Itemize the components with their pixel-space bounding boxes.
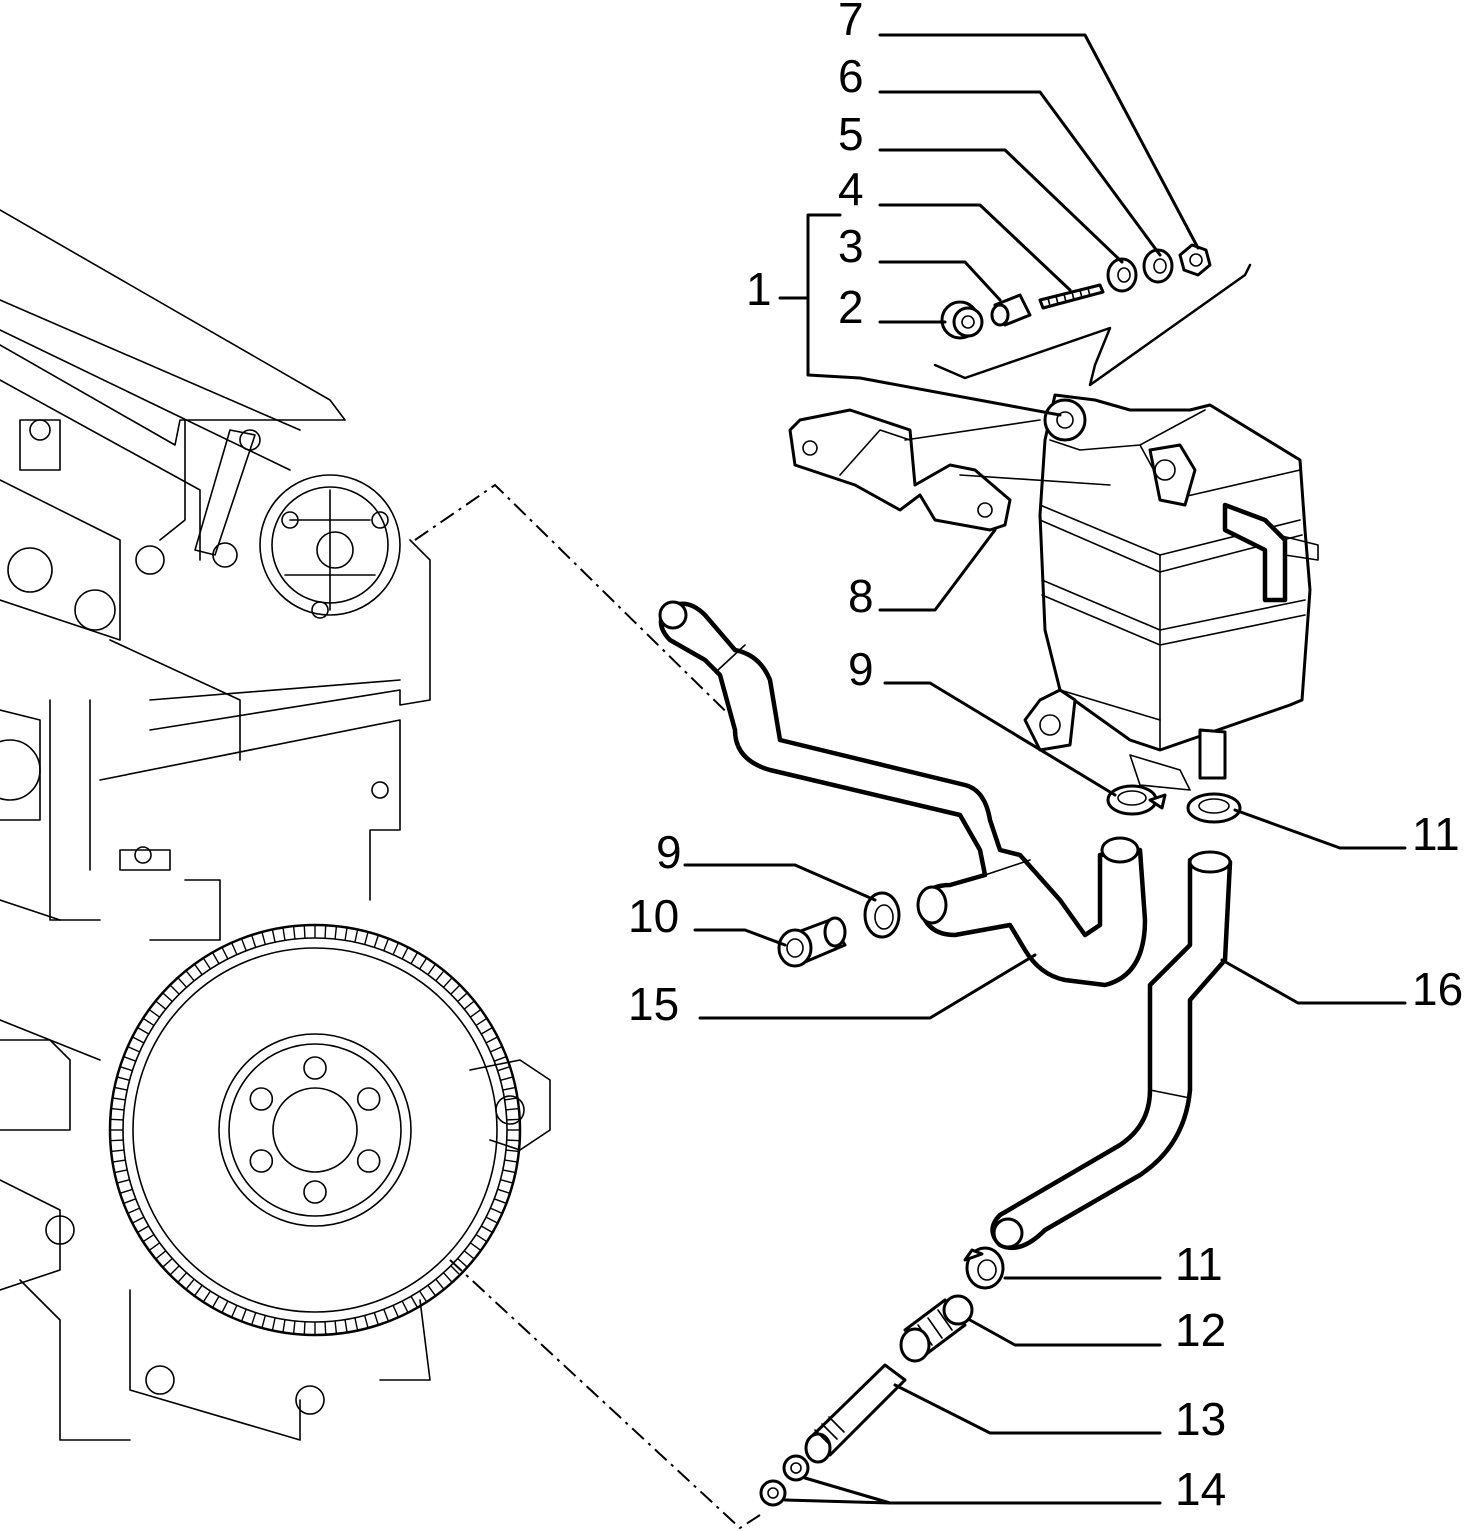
leader-lines xyxy=(683,33,1407,1505)
callout-16: 16 xyxy=(1412,963,1463,1015)
callout-10: 10 xyxy=(628,890,679,942)
assembly-leader-bottom xyxy=(449,1259,761,1530)
small-hardware xyxy=(933,243,1252,387)
callout-3: 3 xyxy=(838,220,864,272)
callout-numbers: 1 2 3 4 5 6 7 8 9 9 10 11 11 12 13 14 15… xyxy=(628,0,1463,1515)
oil-separator xyxy=(1023,393,1319,791)
callout-6: 6 xyxy=(838,50,864,102)
callout-5: 5 xyxy=(838,108,864,160)
pipe-13 xyxy=(804,1363,907,1464)
hose-16 xyxy=(990,850,1233,1251)
hose-clamps xyxy=(863,784,1242,1290)
callout-9-upper: 9 xyxy=(848,643,874,695)
callout-7: 7 xyxy=(838,0,864,45)
hose-nipple-10 xyxy=(777,916,847,968)
assembly-leader-top xyxy=(414,483,761,746)
callout-12: 12 xyxy=(1175,1304,1226,1356)
engine-block xyxy=(0,209,551,1441)
callout-11-upper: 11 xyxy=(1412,808,1460,860)
callout-4: 4 xyxy=(838,163,864,215)
callout-1: 1 xyxy=(746,263,772,315)
callout-15: 15 xyxy=(628,978,679,1030)
connector-12 xyxy=(899,1294,974,1363)
callout-13: 13 xyxy=(1175,1393,1226,1445)
callout-11-lower: 11 xyxy=(1175,1238,1223,1290)
mounting-bracket xyxy=(788,408,1111,532)
callout-8: 8 xyxy=(848,570,874,622)
callout-14: 14 xyxy=(1175,1463,1226,1515)
hose-15 xyxy=(658,600,1148,988)
callout-9-lower: 9 xyxy=(656,826,682,878)
washers-14 xyxy=(759,1454,810,1507)
callout-2: 2 xyxy=(838,281,864,333)
